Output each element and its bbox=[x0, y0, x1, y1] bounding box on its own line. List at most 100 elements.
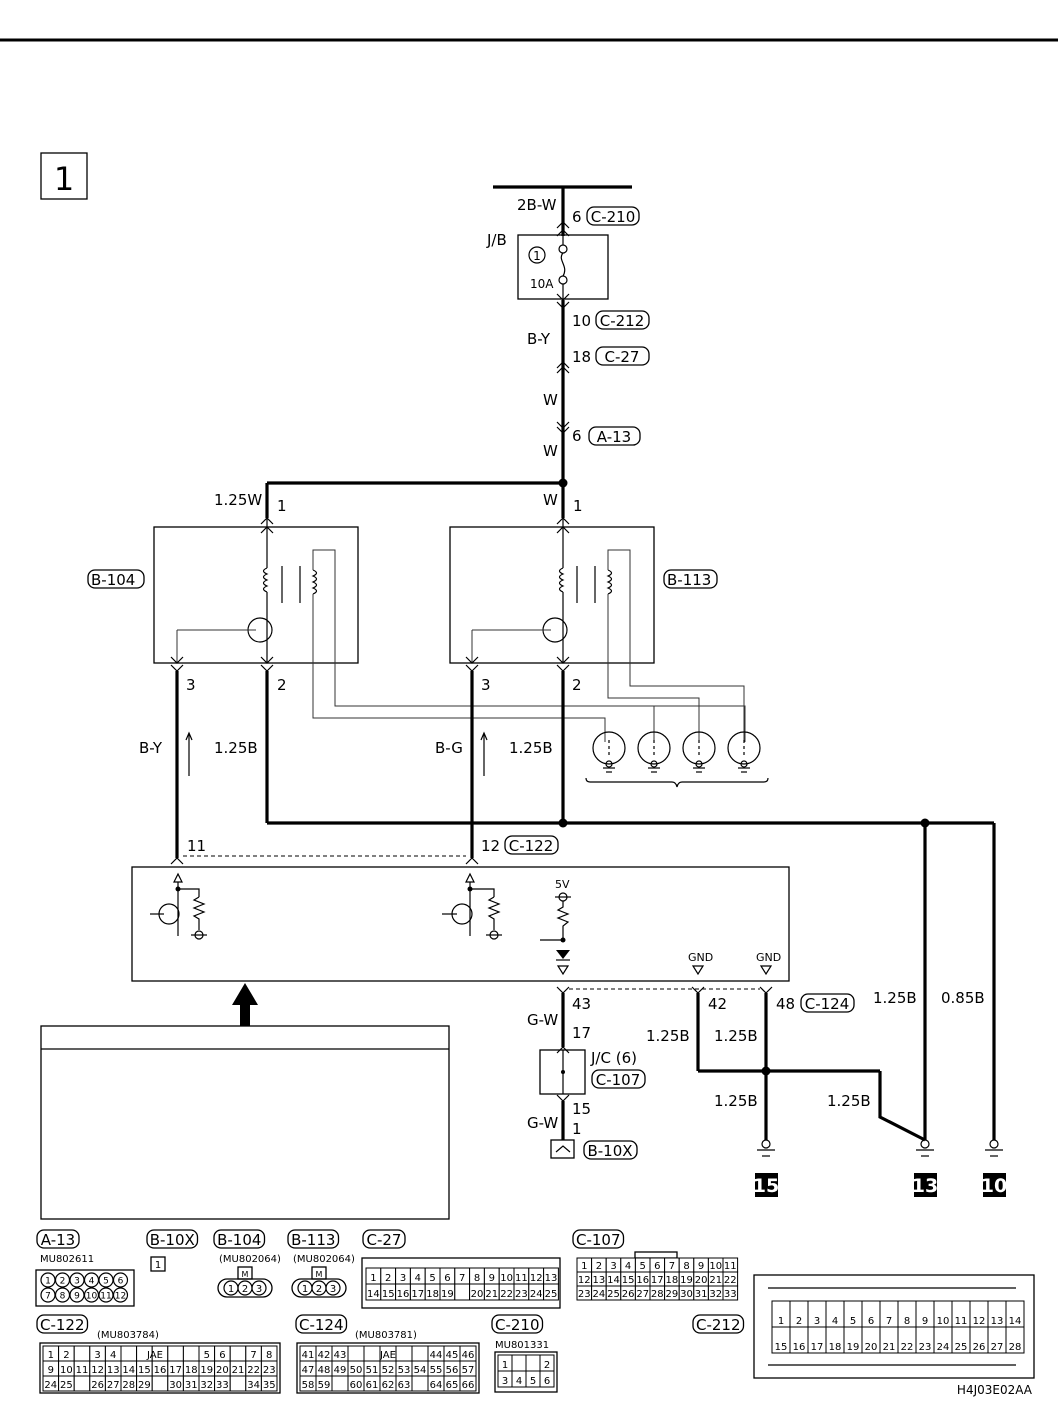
connector-c212-pin-number: 5 bbox=[850, 1316, 856, 1327]
connector-tag[interactable] bbox=[583, 1140, 638, 1160]
info-panel bbox=[40, 1025, 450, 1220]
connector-c212-pin-number: 25 bbox=[955, 1342, 968, 1353]
wire-label-w: W bbox=[543, 391, 558, 409]
connector-b10x-tag[interactable] bbox=[146, 1229, 199, 1249]
connector-c124-pin-cell bbox=[363, 1345, 381, 1362]
connector-c122-pin-number: 30 bbox=[169, 1380, 182, 1391]
connector-c124-pin-number: 43 bbox=[334, 1350, 347, 1361]
connector-c122-pin-number: 2 bbox=[63, 1350, 69, 1361]
connector-c107-pin-number: 1 bbox=[581, 1261, 587, 1272]
connector-c27-pin-number: 11 bbox=[515, 1273, 528, 1284]
connector-c27-pin-number: 23 bbox=[515, 1289, 528, 1300]
ecu-box[interactable] bbox=[131, 866, 790, 982]
connector-c122-pin-number: 13 bbox=[107, 1365, 120, 1376]
pin-label: 1 bbox=[573, 497, 583, 515]
connector-c27-pin-cell bbox=[454, 1283, 471, 1301]
connector-c107-pin-number: 13 bbox=[593, 1275, 606, 1286]
connector-c122-pin-number: 26 bbox=[91, 1380, 104, 1391]
connector-c107-label: C-107 bbox=[576, 1231, 621, 1249]
connector-c124-pin-number: 63 bbox=[398, 1380, 411, 1391]
ground-point-13: 13 bbox=[912, 1173, 938, 1197]
wire-label: B-Y bbox=[139, 739, 163, 757]
connector-c212-pin-number: 15 bbox=[775, 1342, 788, 1353]
b10x-connector-icon[interactable] bbox=[550, 1139, 575, 1159]
wire-label: 1.25B bbox=[714, 1092, 758, 1110]
connector-c27-pin-number: 14 bbox=[367, 1289, 380, 1300]
connector-c124-pin-number: 54 bbox=[414, 1365, 427, 1376]
connector-a13-pin-number: 5 bbox=[103, 1277, 109, 1287]
connector-c107-label: C-107 bbox=[596, 1071, 641, 1089]
connector-c107-tag[interactable] bbox=[572, 1229, 625, 1249]
lamp-icon bbox=[727, 731, 761, 773]
connector-c122-pin-number: 32 bbox=[200, 1380, 213, 1391]
connector-c107-pin-number: 6 bbox=[654, 1261, 660, 1272]
connector-c124-tag[interactable] bbox=[295, 1314, 348, 1334]
connector-c27-pin-number: 13 bbox=[545, 1273, 558, 1284]
connector-c122-pin-cell bbox=[120, 1345, 138, 1362]
wire-label: 1.25B bbox=[509, 739, 553, 757]
connector-c124-pin-number: 44 bbox=[430, 1350, 443, 1361]
connector-c124-pin-number: 60 bbox=[350, 1380, 363, 1391]
connector-c122-pin-number: 20 bbox=[216, 1365, 229, 1376]
connector-c124-pin-number: 51 bbox=[366, 1365, 379, 1376]
connector-a13-pin-number: 6 bbox=[118, 1277, 124, 1287]
connector-tag[interactable] bbox=[595, 310, 650, 330]
fuse-number-circle bbox=[528, 246, 546, 264]
section-number: 1 bbox=[54, 160, 74, 198]
relay-box[interactable] bbox=[153, 526, 359, 664]
connector-c212-pin-number: 7 bbox=[886, 1316, 892, 1327]
connector-a13-tag[interactable] bbox=[36, 1229, 80, 1249]
connector-c107-pin-number: 30 bbox=[680, 1289, 693, 1300]
connector-c124-pin-cell bbox=[411, 1345, 429, 1362]
connector-tag[interactable] bbox=[800, 993, 855, 1013]
connector-c27-label: C-27 bbox=[367, 1231, 402, 1249]
connector-tag[interactable] bbox=[588, 426, 641, 446]
connector-c122-pin-number: 10 bbox=[60, 1365, 73, 1376]
pin-label: 42 bbox=[708, 995, 727, 1013]
connector-c124-pin-cell bbox=[459, 1375, 477, 1392]
relay-box[interactable] bbox=[449, 526, 655, 664]
connector-c27-pin-number: 3 bbox=[400, 1273, 406, 1284]
connector-c212-pin-number: 27 bbox=[991, 1342, 1004, 1353]
connector-c122-pin-number: 14 bbox=[122, 1365, 135, 1376]
connector-c107-pin-number: 28 bbox=[651, 1289, 664, 1300]
jc-label: J/C (6) bbox=[590, 1049, 637, 1067]
connector-c212-tag[interactable] bbox=[692, 1314, 745, 1334]
connector-c107-pin-number: 10 bbox=[709, 1261, 722, 1272]
connector-c124-face bbox=[296, 1342, 480, 1394]
connector-c107-pin-number: 33 bbox=[724, 1289, 737, 1300]
connector-c27-pin-cell bbox=[543, 1283, 559, 1301]
connector-b113-tag[interactable] bbox=[287, 1229, 340, 1249]
connector-tag[interactable] bbox=[504, 835, 559, 855]
connector-b104-tag[interactable] bbox=[213, 1229, 266, 1249]
connector-c212-pin-number: 9 bbox=[922, 1316, 928, 1327]
connector-tag[interactable] bbox=[586, 206, 640, 226]
connector-a13-label: A-13 bbox=[597, 428, 631, 446]
connector-c122-pin-number: 6 bbox=[219, 1350, 225, 1361]
connector-c27-pin-number: 12 bbox=[530, 1273, 543, 1284]
connector-c107-pin-number: 19 bbox=[680, 1275, 693, 1286]
connector-c212-pin-number: 8 bbox=[904, 1316, 910, 1327]
connector-c27-pin-number: 4 bbox=[415, 1273, 421, 1284]
connector-c122-pin-cell bbox=[151, 1375, 169, 1392]
connector-tag[interactable] bbox=[591, 1069, 646, 1089]
connector-c124-pin-number: 42 bbox=[318, 1350, 331, 1361]
connector-tag[interactable] bbox=[595, 346, 650, 366]
connector-c27-label: C-27 bbox=[605, 348, 640, 366]
connector-c107-pin-number: 15 bbox=[622, 1275, 635, 1286]
connector-c124-pin-number: 53 bbox=[398, 1365, 411, 1376]
jb-label: J/B bbox=[486, 231, 507, 249]
connector-b113-label: B-113 bbox=[291, 1231, 335, 1249]
connector-c27-pin-number: 24 bbox=[530, 1289, 543, 1300]
connector-c210-tag[interactable] bbox=[491, 1314, 544, 1334]
connector-c212-pin-number: 19 bbox=[847, 1342, 860, 1353]
connector-c124-label: C-124 bbox=[299, 1316, 344, 1334]
connector-c122-tag[interactable] bbox=[36, 1314, 89, 1334]
ground-point-15: 15 bbox=[753, 1173, 779, 1197]
connector-c27-tag[interactable] bbox=[362, 1229, 406, 1249]
svg-text:13: 13 bbox=[912, 1175, 938, 1197]
connector-c27-pin-number: 16 bbox=[397, 1289, 410, 1300]
connector-c124-pin-number: 58 bbox=[302, 1380, 315, 1391]
connector-c212-pin-number: 28 bbox=[1009, 1342, 1022, 1353]
connector-c212-pin-number: 2 bbox=[796, 1316, 802, 1327]
